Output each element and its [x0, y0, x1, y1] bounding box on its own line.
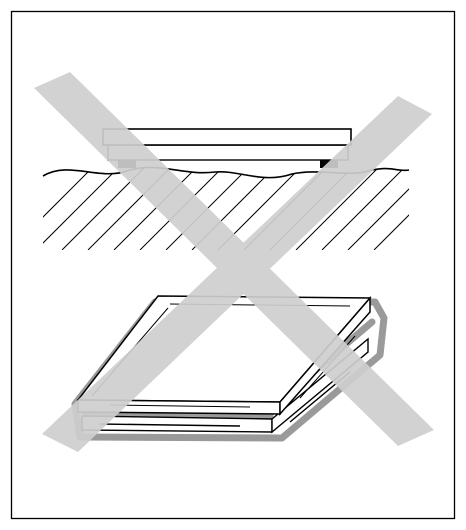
figure-border — [10, 10, 456, 520]
prohibition-cross-icon — [34, 72, 434, 452]
